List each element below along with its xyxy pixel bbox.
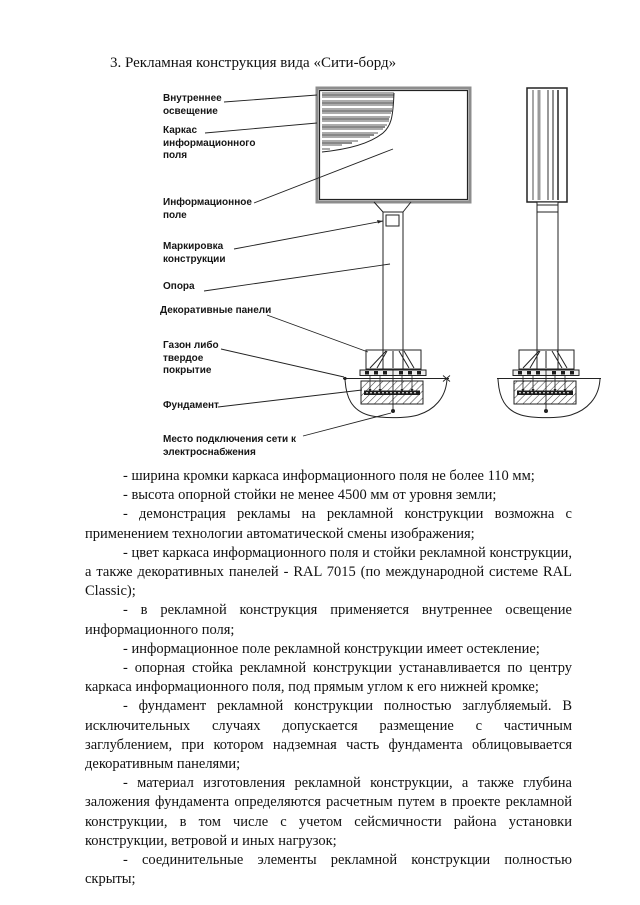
leader-internal-lighting xyxy=(223,94,318,103)
leader-support xyxy=(203,263,391,292)
internal-lighting-hatch xyxy=(321,92,395,153)
spec-item: - ширина кромки каркаса информационного … xyxy=(123,468,535,484)
spec-item: - высота опорной стойки не менее 4500 мм… xyxy=(123,487,497,504)
support-pole-side xyxy=(536,211,559,351)
leader-lines xyxy=(203,94,394,437)
leader-marking xyxy=(233,220,384,250)
spec-item: - соединительные элементы рекламной конс… xyxy=(85,852,572,888)
spec-item: - материал изготовления рекламной констр… xyxy=(85,775,572,849)
board-panel xyxy=(315,86,472,204)
leader-foundation xyxy=(217,389,363,408)
excavation-outline-side xyxy=(497,378,601,419)
foundation-block-side xyxy=(513,376,577,405)
board-pole-transition xyxy=(373,201,412,213)
label-marking: Маркировка конструкции xyxy=(163,241,226,265)
spec-item: - в рекламной конструкция применяется вн… xyxy=(85,602,572,638)
page-title: 3. Рекламная конструкция вида «Сити-борд… xyxy=(110,55,397,71)
foundation-block xyxy=(360,376,424,405)
label-power-connection: Место подключения сети к электроснабжени… xyxy=(163,434,296,458)
spec-item: - демонстрация рекламы на рекламной конс… xyxy=(85,506,572,542)
support-pole xyxy=(382,211,404,351)
label-frame: Каркас информационного поля xyxy=(163,125,256,161)
leader-power-connection xyxy=(302,412,392,437)
label-internal-lighting: Внутреннее освещение xyxy=(163,93,222,117)
side-panel-stripes xyxy=(532,90,559,200)
label-lawn: Газон либо твердое покрытие xyxy=(163,340,219,376)
leader-info-field xyxy=(253,148,394,204)
marking-plate xyxy=(385,214,400,227)
front-view xyxy=(315,86,472,419)
spec-item: - информационное поле рекламной конструк… xyxy=(123,640,540,657)
excavation-outline xyxy=(344,378,448,419)
label-decorative-panels: Декоративные панели xyxy=(160,305,272,316)
spec-item: - фундамент рекламной конструкции полнос… xyxy=(85,698,572,773)
label-support: Опора xyxy=(163,281,195,292)
specifications: - ширина кромки каркаса информационного … xyxy=(85,467,572,889)
decorative-panel-base xyxy=(365,349,422,370)
label-foundation: Фундамент xyxy=(163,400,219,411)
side-transition xyxy=(536,201,559,213)
ground-line xyxy=(343,375,451,382)
side-view xyxy=(497,87,601,419)
decorative-panel-base-side xyxy=(518,349,575,370)
label-info-field: Информационное поле xyxy=(163,197,252,221)
spec-item: - цвет каркаса информационного поля и ст… xyxy=(85,544,572,600)
power-connection-point-side xyxy=(544,369,548,413)
spec-item: - опорная стойка рекламной конструкции у… xyxy=(85,660,572,696)
power-connection-point xyxy=(391,369,395,413)
leader-frame xyxy=(204,122,318,134)
leader-decorative-panels xyxy=(266,314,369,353)
leader-lawn xyxy=(220,348,345,378)
